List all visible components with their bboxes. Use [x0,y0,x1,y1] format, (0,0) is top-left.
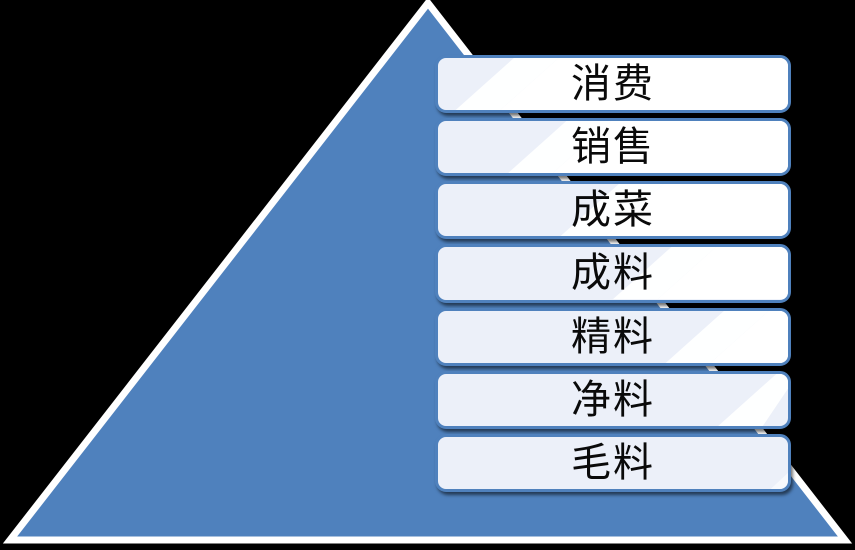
pyramid-level-label: 毛料 [571,439,655,485]
pyramid-level-2[interactable]: 销售 [435,118,791,177]
pyramid-level-5[interactable]: 精料 [435,307,791,366]
pyramid-level-3[interactable]: 成菜 [435,181,791,240]
pyramid-level-label: 消费 [571,61,655,107]
pyramid-level-7[interactable]: 毛料 [435,433,791,492]
pyramid-level-4[interactable]: 成料 [435,244,791,303]
pyramid-level-label: 精料 [571,313,655,359]
pyramid-level-1[interactable]: 消费 [435,55,791,114]
pyramid-level-label: 销售 [571,124,655,170]
pyramid-level-label: 净料 [571,376,655,422]
pyramid-level-label: 成料 [571,250,655,296]
pyramid-level-6[interactable]: 净料 [435,370,791,429]
pyramid-level-list: 消费 销售 成菜 成料 [435,55,791,492]
pyramid-level-label: 成菜 [571,187,655,233]
